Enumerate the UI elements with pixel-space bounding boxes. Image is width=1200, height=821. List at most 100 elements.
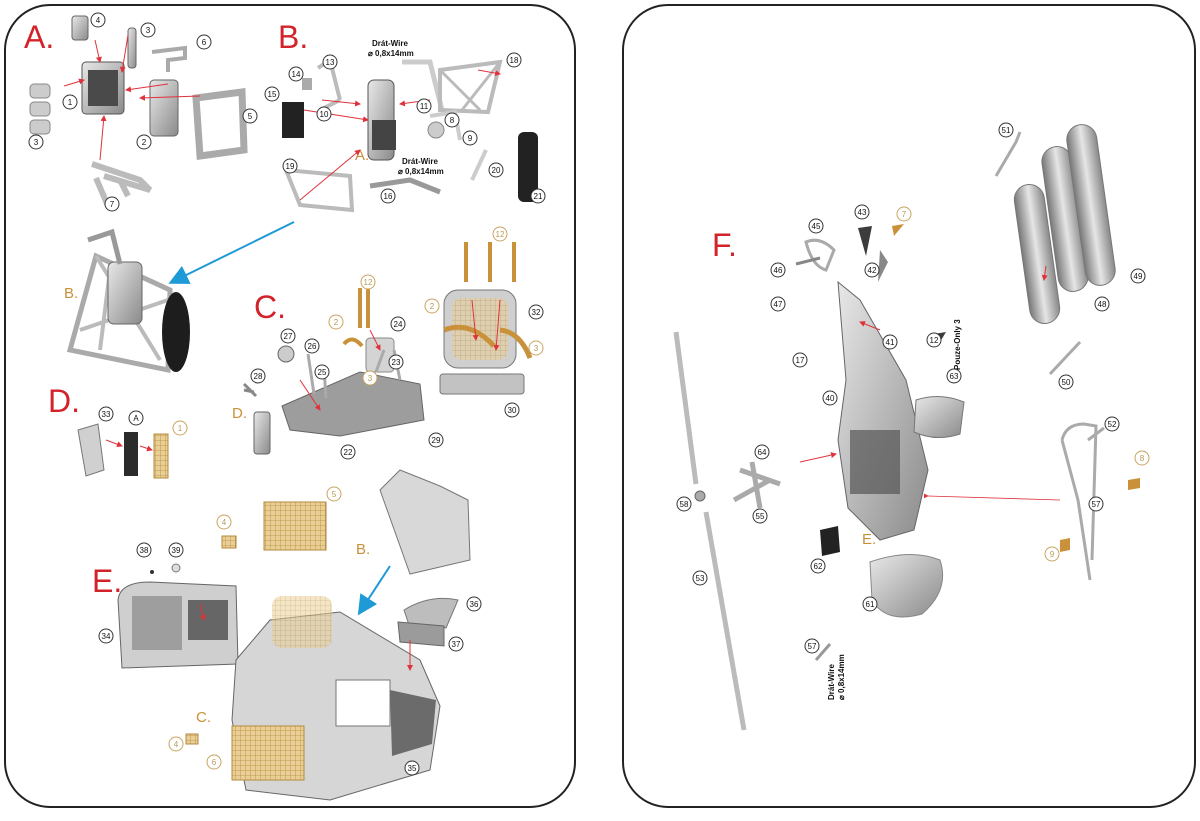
part-callout-b-9: 19 bbox=[282, 158, 298, 174]
part-callout-c-4: 25 bbox=[314, 364, 330, 380]
svg-text:3: 3 bbox=[34, 138, 39, 147]
svg-text:47: 47 bbox=[774, 300, 783, 309]
svg-text:51: 51 bbox=[1002, 126, 1011, 135]
b-assembled-frame: B. bbox=[64, 228, 190, 374]
part-callout-f-7: 47 bbox=[770, 296, 786, 312]
part-callout-d-1: 33 bbox=[98, 406, 114, 422]
svg-text:62: 62 bbox=[814, 562, 823, 571]
svg-text:28: 28 bbox=[254, 372, 263, 381]
part-callout-f-21: 57 bbox=[1088, 496, 1104, 512]
svg-text:24: 24 bbox=[394, 320, 403, 329]
svg-text:38: 38 bbox=[140, 546, 149, 555]
part-callout-b-6: 11 bbox=[416, 98, 432, 114]
svg-text:42: 42 bbox=[868, 266, 877, 275]
svg-text:46: 46 bbox=[774, 266, 783, 275]
part-callout-f-1: 51 bbox=[998, 122, 1014, 138]
svg-text:16: 16 bbox=[384, 192, 393, 201]
svg-text:7: 7 bbox=[110, 200, 115, 209]
part-callout-b-3: 14 bbox=[288, 66, 304, 82]
part-callout-e-3: 38 bbox=[136, 542, 152, 558]
section-f: F. Pouze-Only 3 E. Drát-Wire ⌀ 0,8x14mm bbox=[673, 124, 1140, 731]
part-callout-a-1: 4 bbox=[90, 12, 106, 28]
part-callout-b-10: 16 bbox=[380, 188, 396, 204]
section-a-label: A. bbox=[24, 19, 54, 55]
part-callout-b-11: 20 bbox=[488, 162, 504, 178]
part-callout-c-11: 12 bbox=[492, 226, 508, 242]
part-callout-c-3: 26 bbox=[304, 338, 320, 354]
svg-text:49: 49 bbox=[1134, 272, 1143, 281]
part-callout-f-17: 64 bbox=[754, 444, 770, 460]
svg-text:9: 9 bbox=[468, 134, 473, 143]
svg-text:55: 55 bbox=[756, 512, 765, 521]
part-callout-f-18: 52 bbox=[1104, 416, 1120, 432]
svg-text:4: 4 bbox=[96, 16, 101, 25]
part-callout-a-6: 5 bbox=[242, 108, 258, 124]
section-e-label: E. bbox=[92, 563, 122, 599]
svg-text:19: 19 bbox=[286, 162, 295, 171]
part-callout-f-10: 17 bbox=[792, 352, 808, 368]
wire-note-size-2: ⌀ 0,8x14mm bbox=[398, 167, 444, 176]
svg-text:8: 8 bbox=[450, 116, 455, 125]
svg-text:34: 34 bbox=[102, 632, 111, 641]
svg-text:3: 3 bbox=[146, 26, 151, 35]
svg-text:12: 12 bbox=[496, 230, 505, 239]
part-callout-e-2: 4 bbox=[216, 514, 232, 530]
wire-note-title: Drát-Wire bbox=[372, 39, 408, 48]
section-e: E. B. C. bbox=[92, 469, 471, 801]
svg-text:61: 61 bbox=[866, 600, 875, 609]
part-callout-d-2: A bbox=[128, 410, 144, 426]
part-callout-c-1: 12 bbox=[360, 274, 376, 290]
part-callout-f-25: 61 bbox=[862, 596, 878, 612]
svg-text:2: 2 bbox=[430, 302, 435, 311]
svg-text:22: 22 bbox=[344, 448, 353, 457]
svg-text:9: 9 bbox=[1050, 550, 1055, 559]
svg-text:12: 12 bbox=[930, 336, 939, 345]
svg-text:15: 15 bbox=[268, 90, 277, 99]
svg-text:4: 4 bbox=[222, 518, 227, 527]
svg-text:1: 1 bbox=[178, 424, 183, 433]
part-callout-d-3: 1 bbox=[172, 420, 188, 436]
part-callout-f-20: 55 bbox=[752, 508, 768, 524]
part-callout-c-12: 32 bbox=[528, 304, 544, 320]
svg-text:35: 35 bbox=[408, 764, 417, 773]
part-callout-e-6: 37 bbox=[448, 636, 464, 652]
svg-text:5: 5 bbox=[248, 112, 253, 121]
svg-text:20: 20 bbox=[492, 166, 501, 175]
part-callout-f-13: 63 bbox=[946, 368, 962, 384]
svg-text:11: 11 bbox=[420, 102, 429, 111]
part-callout-c-5: 28 bbox=[250, 368, 266, 384]
svg-text:5: 5 bbox=[332, 490, 337, 499]
part-callout-c-13: 2 bbox=[424, 298, 440, 314]
part-callout-e-5: 36 bbox=[466, 596, 482, 612]
pouze-note: Pouze-Only 3 bbox=[953, 319, 962, 370]
part-callout-f-12: 12 bbox=[926, 332, 942, 348]
wire-note-size-f: ⌀ 0,8x14mm bbox=[837, 654, 846, 700]
svg-text:32: 32 bbox=[532, 308, 541, 317]
section-b-label: B. bbox=[278, 19, 308, 55]
svg-text:57: 57 bbox=[808, 642, 817, 651]
svg-text:12: 12 bbox=[364, 278, 373, 287]
svg-text:1: 1 bbox=[68, 98, 73, 107]
part-callout-e-7: 34 bbox=[98, 628, 114, 644]
svg-text:23: 23 bbox=[392, 358, 401, 367]
part-callout-c-14: 3 bbox=[362, 370, 378, 386]
part-callout-b-4: 15 bbox=[264, 86, 280, 102]
part-callout-c-10: 29 bbox=[428, 432, 444, 448]
part-callout-b-1: 13 bbox=[322, 54, 338, 70]
part-callout-f-11: 41 bbox=[882, 334, 898, 350]
wire-note-size: ⌀ 0,8x14mm bbox=[368, 49, 414, 58]
part-callout-e-1: 5 bbox=[326, 486, 342, 502]
svg-text:50: 50 bbox=[1062, 378, 1071, 387]
svg-text:17: 17 bbox=[796, 356, 805, 365]
svg-text:2: 2 bbox=[334, 318, 339, 327]
section-c-label: C. bbox=[254, 289, 286, 325]
svg-text:3: 3 bbox=[534, 344, 539, 353]
section-d-label: D. bbox=[48, 383, 80, 419]
part-callout-c-6: 2 bbox=[328, 314, 344, 330]
part-callout-a-5: 2 bbox=[136, 134, 152, 150]
part-callout-f-6: 42 bbox=[864, 262, 880, 278]
svg-text:14: 14 bbox=[292, 70, 301, 79]
part-callout-f-24: 62 bbox=[810, 558, 826, 574]
